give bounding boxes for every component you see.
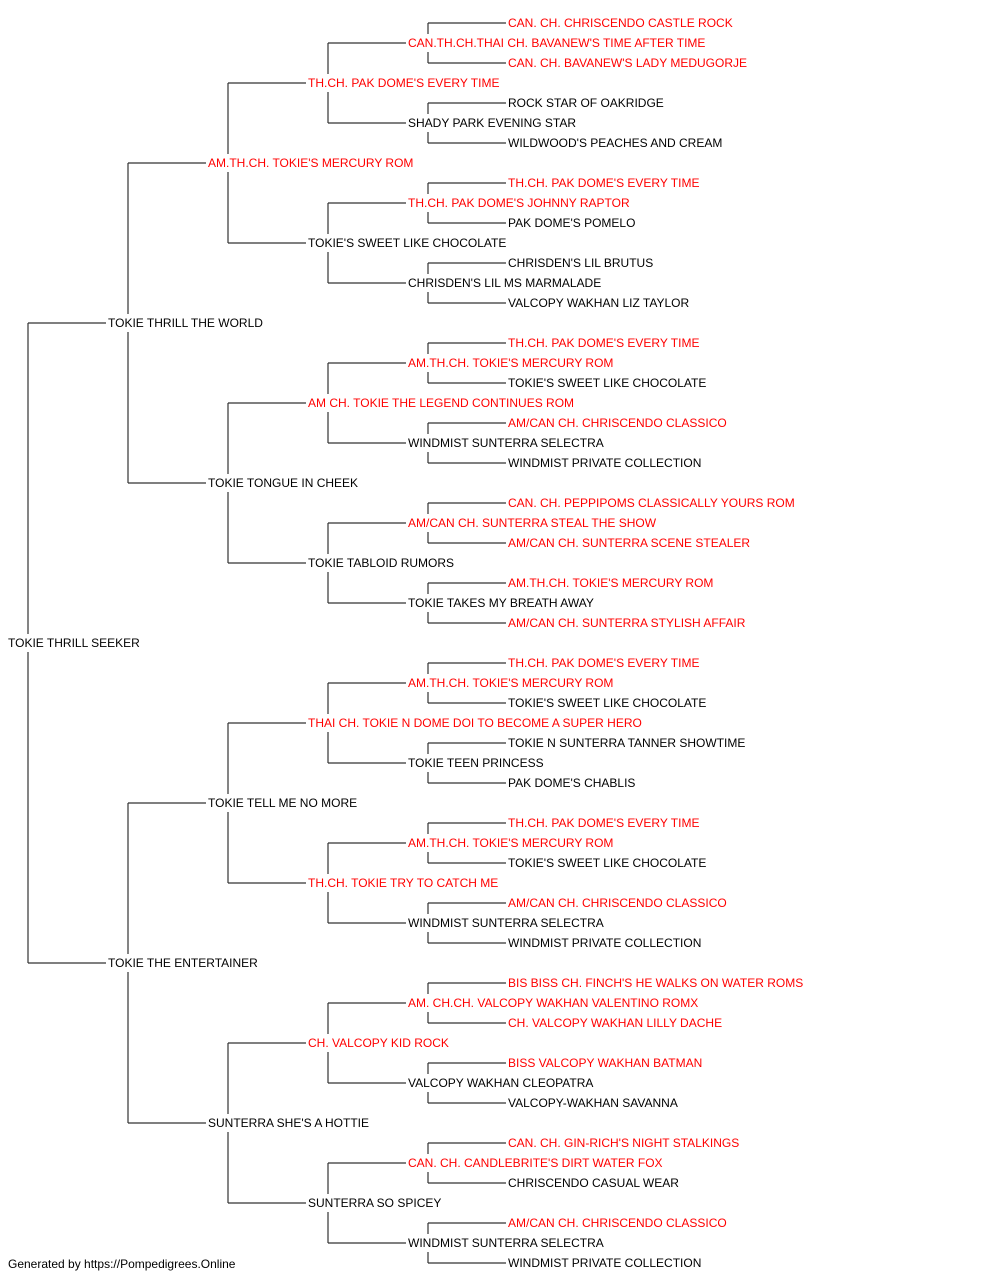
dog-name: SUNTERRA SHE'S A HOTTIE <box>208 1116 369 1130</box>
dog-name: AM.TH.CH. TOKIE'S MERCURY ROM <box>408 676 613 690</box>
dog-name: TH.CH. PAK DOME'S EVERY TIME <box>508 656 699 670</box>
dog-name: WILDWOOD'S PEACHES AND CREAM <box>508 136 722 150</box>
dog-name: TH.CH. PAK DOME'S EVERY TIME <box>308 76 499 90</box>
pedigree-names: TOKIE THRILL SEEKER TOKIE THRILL THE WORL… <box>8 16 803 1270</box>
dog-name: TOKIE TEEN PRINCESS <box>408 756 544 770</box>
dog-name: TOKIE TELL ME NO MORE <box>208 796 357 810</box>
dog-name: WINDMIST PRIVATE COLLECTION <box>508 456 701 470</box>
dog-name: THAI CH. TOKIE N DOME DOI TO BECOME A SU… <box>308 716 642 730</box>
dog-name: AM/CAN CH. SUNTERRA STYLISH AFFAIR <box>508 616 746 630</box>
dog-name: CAN. CH. GIN-RICH'S NIGHT STALKINGS <box>508 1136 739 1150</box>
dog-name: TOKIE THRILL THE WORLD <box>108 316 263 330</box>
dog-name: BIS BISS CH. FINCH'S HE WALKS ON WATER R… <box>508 976 803 990</box>
dog-name: TOKIE TAKES MY BREATH AWAY <box>408 596 594 610</box>
dog-name: CHRISDEN'S LIL BRUTUS <box>508 256 653 270</box>
generated-by-footer: Generated by https://Pompedigrees.Online <box>8 1257 236 1271</box>
dog-name: CAN. CH. CANDLEBRITE'S DIRT WATER FOX <box>408 1156 663 1170</box>
dog-name: CAN. CH. BAVANEW'S LADY MEDUGORJE <box>508 56 747 70</box>
dog-name: AM.TH.CH. TOKIE'S MERCURY ROM <box>508 576 713 590</box>
dog-name: WINDMIST PRIVATE COLLECTION <box>508 1256 701 1270</box>
dog-name: CH. VALCOPY KID ROCK <box>308 1036 449 1050</box>
dog-name: AM.TH.CH. TOKIE'S MERCURY ROM <box>408 356 613 370</box>
dog-name: TOKIE N SUNTERRA TANNER SHOWTIME <box>508 736 745 750</box>
dog-name: TH.CH. PAK DOME'S EVERY TIME <box>508 176 699 190</box>
dog-name: VALCOPY WAKHAN LIZ TAYLOR <box>508 296 689 310</box>
dog-name: TOKIE'S SWEET LIKE CHOCOLATE <box>508 856 706 870</box>
dog-name: WINDMIST SUNTERRA SELECTRA <box>408 1236 604 1250</box>
dog-name: AM.TH.CH. TOKIE'S MERCURY ROM <box>208 156 413 170</box>
dog-name: TH.CH. TOKIE TRY TO CATCH ME <box>308 876 498 890</box>
dog-name: AM/CAN CH. CHRISCENDO CLASSICO <box>508 416 727 430</box>
dog-name: TOKIE TABLOID RUMORS <box>308 556 454 570</box>
dog-name: WINDMIST SUNTERRA SELECTRA <box>408 916 604 930</box>
dog-name: PAK DOME'S CHABLIS <box>508 776 635 790</box>
dog-name: VALCOPY WAKHAN CLEOPATRA <box>408 1076 593 1090</box>
dog-name: AM/CAN CH. SUNTERRA STEAL THE SHOW <box>408 516 657 530</box>
dog-name: AM CH. TOKIE THE LEGEND CONTINUES ROM <box>308 396 574 410</box>
dog-name: PAK DOME'S POMELO <box>508 216 635 230</box>
dog-name: CAN. CH. CHRISCENDO CASTLE ROCK <box>508 16 733 30</box>
pedigree-connectors <box>27 22 506 1264</box>
dog-name: TOKIE THE ENTERTAINER <box>108 956 258 970</box>
dog-name: TOKIE'S SWEET LIKE CHOCOLATE <box>308 236 506 250</box>
dog-name: BISS VALCOPY WAKHAN BATMAN <box>508 1056 702 1070</box>
dog-name: AM/CAN CH. SUNTERRA SCENE STEALER <box>508 536 750 550</box>
dog-name: CAN. CH. PEPPIPOMS CLASSICALLY YOURS ROM <box>508 496 795 510</box>
dog-name: TOKIE THRILL SEEKER <box>8 636 140 650</box>
dog-name: TH.CH. PAK DOME'S EVERY TIME <box>508 816 699 830</box>
dog-name: TH.CH. PAK DOME'S JOHNNY RAPTOR <box>408 196 630 210</box>
dog-name: WINDMIST PRIVATE COLLECTION <box>508 936 701 950</box>
dog-name: CAN.TH.CH.THAI CH. BAVANEW'S TIME AFTER … <box>408 36 705 50</box>
dog-name: SUNTERRA SO SPICEY <box>308 1196 441 1210</box>
dog-name: CHRISCENDO CASUAL WEAR <box>508 1176 679 1190</box>
dog-name: CHRISDEN'S LIL MS MARMALADE <box>408 276 601 290</box>
dog-name: TOKIE'S SWEET LIKE CHOCOLATE <box>508 696 706 710</box>
dog-name: AM. CH.CH. VALCOPY WAKHAN VALENTINO ROMX <box>408 996 698 1010</box>
dog-name: CH. VALCOPY WAKHAN LILLY DACHE <box>508 1016 722 1030</box>
dog-name: AM/CAN CH. CHRISCENDO CLASSICO <box>508 896 727 910</box>
dog-name: SHADY PARK EVENING STAR <box>408 116 576 130</box>
dog-name: ROCK STAR OF OAKRIDGE <box>508 96 664 110</box>
dog-name: TOKIE TONGUE IN CHEEK <box>208 476 358 490</box>
dog-name: VALCOPY-WAKHAN SAVANNA <box>508 1096 678 1110</box>
dog-name: TH.CH. PAK DOME'S EVERY TIME <box>508 336 699 350</box>
dog-name: WINDMIST SUNTERRA SELECTRA <box>408 436 604 450</box>
dog-name: TOKIE'S SWEET LIKE CHOCOLATE <box>508 376 706 390</box>
dog-name: AM.TH.CH. TOKIE'S MERCURY ROM <box>408 836 613 850</box>
dog-name: AM/CAN CH. CHRISCENDO CLASSICO <box>508 1216 727 1230</box>
